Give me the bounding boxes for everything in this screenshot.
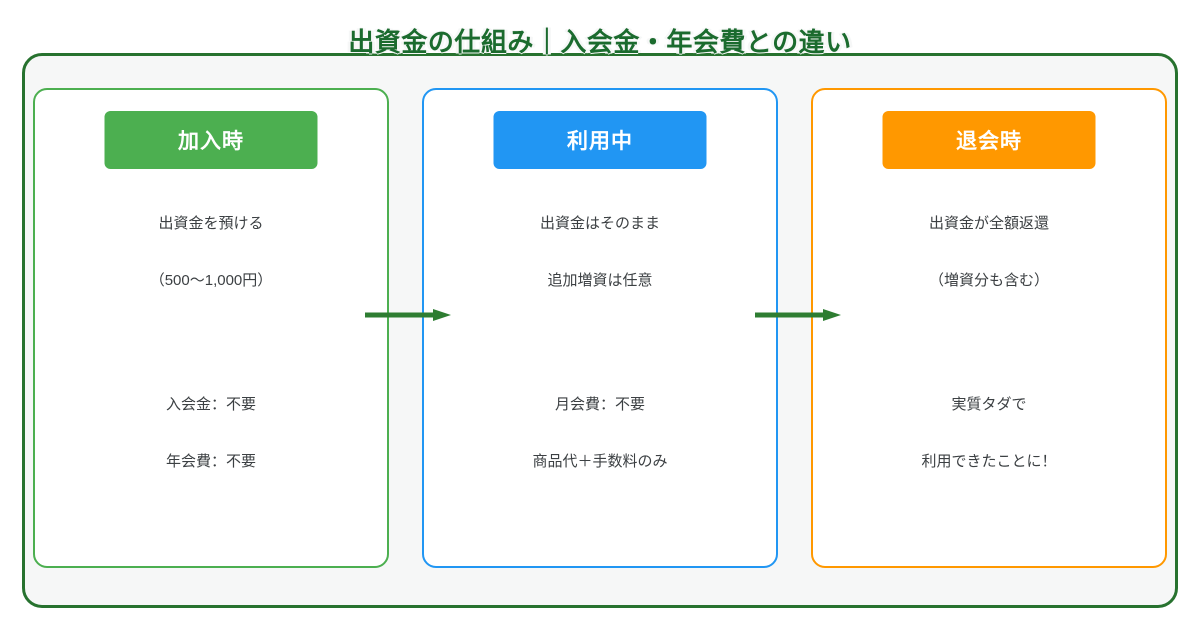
stage-leave-top-line-1: 出資金が全額返還 <box>928 215 1049 232</box>
stage-leave-bottom-line-1: 実質タダで <box>951 396 1027 413</box>
stage-panel-leave: 退会時 出資金が全額返還 （増資分も含む） 実質タダで 利用できたことに！ <box>811 88 1167 568</box>
stage-leave-bottom-block: 実質タダで 利用できたことに！ <box>813 397 1165 469</box>
arrow-use-to-leave-icon <box>755 309 841 321</box>
stage-join-top-block: 出資金を預ける （500〜1,000円） <box>35 216 387 288</box>
stage-using-bottom-line-2: 商品代＋手数料のみ <box>532 453 668 470</box>
stage-leave-bottom-line-2: 利用できたことに！ <box>921 453 1057 470</box>
stage-badge-using-label: 利用中 <box>567 130 633 153</box>
stage-join-bottom-line-2: 年会費：不要 <box>165 453 256 470</box>
stage-using-top-line-2: 追加増資は任意 <box>547 272 653 289</box>
stage-badge-join: 加入時 <box>104 111 318 169</box>
stage-using-bottom-block: 月会費：不要 商品代＋手数料のみ <box>424 397 776 469</box>
stage-using-top-line-1: 出資金はそのまま <box>539 215 660 232</box>
stage-panel-using: 利用中 出資金はそのまま 追加増資は任意 月会費：不要 商品代＋手数料のみ <box>422 88 778 568</box>
stage-leave-top-line-2: （増資分も含む） <box>928 272 1049 289</box>
stage-using-bottom-line-1: 月会費：不要 <box>554 396 645 413</box>
stage-join-bottom-line-1: 入会金：不要 <box>165 396 256 413</box>
arrow-join-to-use-icon <box>365 309 451 321</box>
stage-badge-join-label: 加入時 <box>178 130 244 153</box>
stage-join-top-line-1: 出資金を預ける <box>158 215 264 232</box>
page-title: 出資金の仕組み｜入会金・年会費との違い <box>0 29 1200 55</box>
stage-badge-leave: 退会時 <box>882 111 1096 169</box>
stage-using-top-block: 出資金はそのまま 追加増資は任意 <box>424 216 776 288</box>
page-title-text: 出資金の仕組み｜入会金・年会費との違い <box>348 27 852 57</box>
stage-badge-leave-label: 退会時 <box>956 130 1022 153</box>
stage-join-bottom-block: 入会金：不要 年会費：不要 <box>35 397 387 469</box>
stage-panel-join: 加入時 出資金を預ける （500〜1,000円） 入会金：不要 年会費：不要 <box>33 88 389 568</box>
stage-join-top-line-2: （500〜1,000円） <box>149 272 273 289</box>
stage-leave-top-block: 出資金が全額返還 （増資分も含む） <box>813 216 1165 288</box>
stage-badge-using: 利用中 <box>493 111 707 169</box>
